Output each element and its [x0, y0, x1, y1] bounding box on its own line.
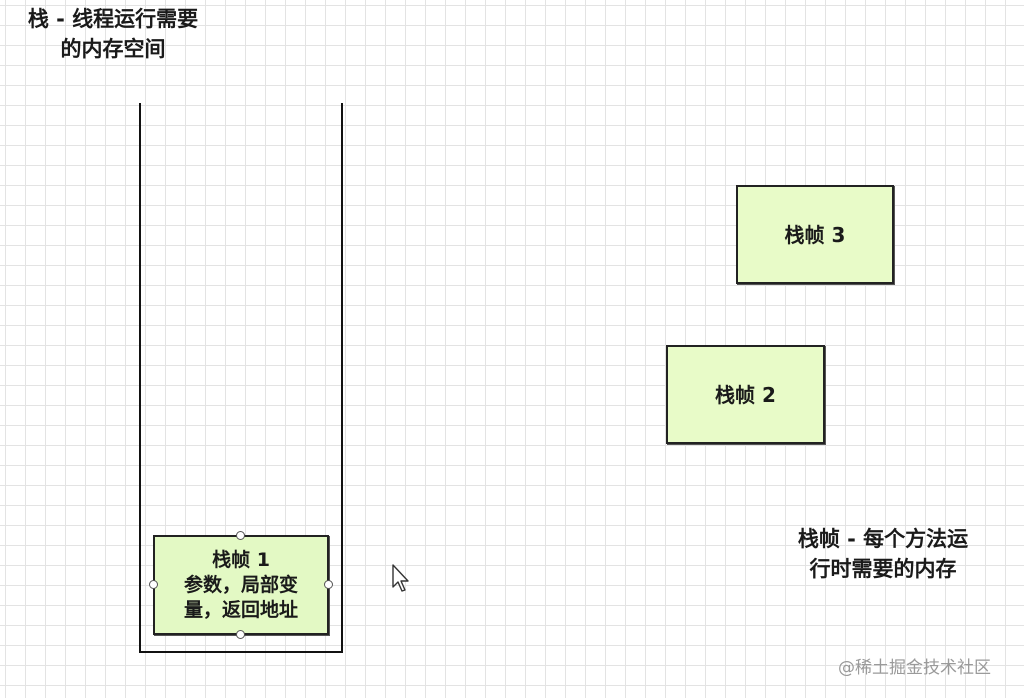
stack-frame-1-title: 栈帧 1	[212, 548, 270, 571]
resize-handle-right[interactable]	[324, 580, 333, 589]
watermark: @稀土掘金技术社区	[838, 658, 991, 678]
resize-handle-top[interactable]	[236, 531, 245, 540]
stack-frame-1-line-2: 参数，局部变	[183, 573, 298, 596]
frame-description-line-2: 行时需要的内存	[809, 557, 957, 581]
stack-frame-3[interactable]: 栈帧 3	[736, 185, 894, 284]
frame-description-line-1: 栈帧 - 每个方法运	[797, 527, 969, 551]
stack-container	[139, 103, 343, 653]
resize-handle-bottom[interactable]	[236, 630, 245, 639]
stack-frame-1[interactable]: 栈帧 1 参数，局部变 量，返回地址	[153, 535, 329, 635]
stack-description: 栈 - 线程运行需要 的内存空间	[6, 4, 220, 64]
resize-handle-left[interactable]	[149, 580, 158, 589]
stack-description-line-1: 栈 - 线程运行需要	[27, 7, 199, 31]
frame-description: 栈帧 - 每个方法运 行时需要的内存	[772, 524, 994, 584]
stack-frame-2-title: 栈帧 2	[715, 382, 776, 407]
stack-frame-2[interactable]: 栈帧 2	[666, 345, 825, 444]
stack-description-line-2: 的内存空间	[60, 37, 166, 61]
mouse-pointer-icon	[392, 564, 409, 592]
stack-frame-3-title: 栈帧 3	[784, 222, 846, 247]
stack-frame-1-line-3: 量，返回地址	[183, 598, 298, 621]
